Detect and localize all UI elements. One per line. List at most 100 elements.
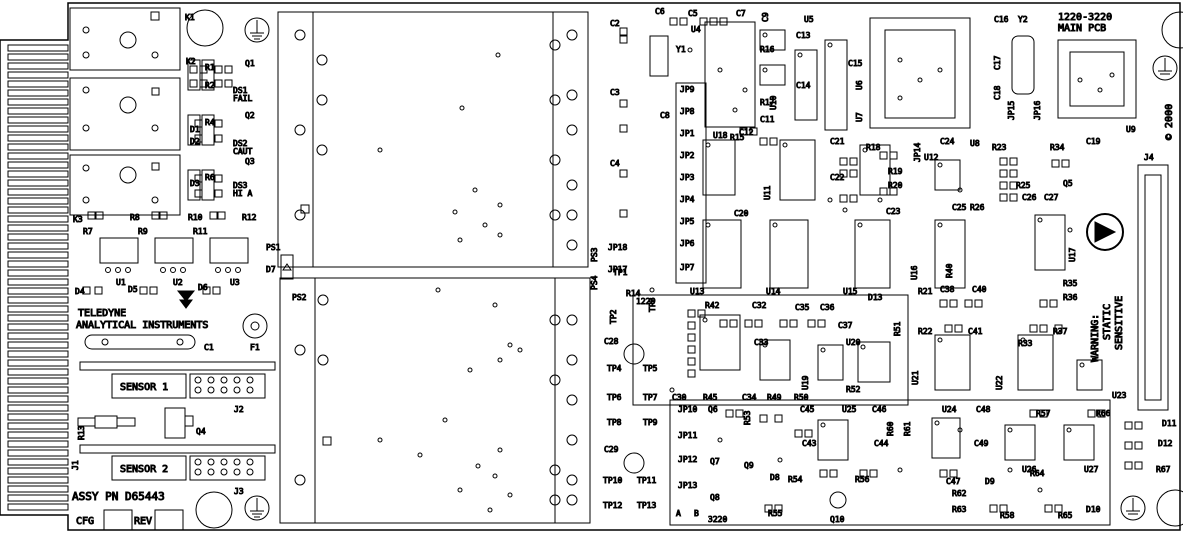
ref-tp13: TP13	[637, 501, 656, 510]
header-pin	[194, 458, 202, 466]
smd-pad	[774, 414, 783, 423]
ref-d4: D4	[75, 287, 85, 296]
ic-package	[854, 219, 891, 289]
smd-pad	[729, 319, 738, 328]
ic-package	[759, 64, 786, 86]
ref-c48: C48	[976, 405, 991, 414]
via	[717, 67, 723, 73]
header-pin	[220, 468, 228, 476]
edge-finger	[7, 458, 69, 466]
ref-jp13: JP13	[678, 481, 697, 490]
edge-finger	[7, 305, 69, 313]
via	[497, 202, 503, 208]
smd-pad	[189, 65, 198, 74]
smd-pad	[889, 151, 898, 160]
ref-c35: C35	[795, 303, 810, 312]
ref-c5: C5	[688, 9, 698, 18]
smd-pad	[1124, 441, 1133, 450]
pin-hole	[317, 354, 329, 366]
ref-u18: U18	[713, 131, 728, 140]
jumper-b-label: B	[694, 509, 699, 518]
diode-d7	[280, 254, 294, 280]
ref-d5: D5	[128, 285, 138, 294]
smd-pad	[1009, 169, 1018, 178]
smd-pad	[1049, 299, 1058, 308]
capacitor-c1	[84, 334, 196, 350]
ref-c49: C49	[974, 439, 989, 448]
ref-u16: U16	[910, 265, 919, 280]
connector-j4	[1137, 164, 1169, 411]
smd-pad	[159, 211, 168, 220]
pin-hole	[549, 94, 561, 106]
via	[507, 492, 513, 498]
ref-r67: R67	[1156, 465, 1171, 474]
test-point-c29	[623, 452, 645, 474]
ref-q2: Q2	[245, 111, 255, 120]
analog-section-outline	[632, 294, 1111, 526]
ic-pin1-marker	[702, 317, 708, 323]
via	[732, 107, 738, 113]
smd-pad	[954, 324, 963, 333]
relay-k3	[69, 154, 181, 216]
smd-pad	[1097, 409, 1106, 418]
smd-pad	[849, 157, 858, 166]
ref-d10: D10	[1086, 505, 1101, 514]
ref-u6: U6	[855, 80, 864, 90]
ic-package	[699, 314, 741, 371]
via	[497, 232, 503, 238]
ref-d8: D8	[770, 473, 780, 482]
pin-hole	[549, 374, 561, 386]
ref-j1: J1	[71, 460, 80, 470]
ref-r40: R40	[945, 263, 954, 278]
smd-pad	[999, 193, 1008, 202]
ref-ps4: PS4	[590, 275, 599, 290]
ref-jp7: JP7	[680, 263, 695, 272]
via	[1067, 227, 1073, 233]
smd-pad	[849, 169, 858, 178]
smd-pad	[789, 319, 798, 328]
via	[457, 237, 463, 243]
test-point-c28	[623, 343, 645, 365]
via	[475, 463, 481, 469]
via	[417, 452, 423, 458]
ic-main-processor	[869, 17, 971, 129]
ref-jp4: JP4	[680, 195, 695, 204]
smd-pad	[879, 151, 888, 160]
transistor-q10	[829, 491, 847, 509]
ref-c12: C12	[739, 128, 754, 137]
smd-pad	[725, 409, 734, 418]
ref-c25: C25	[952, 203, 967, 212]
header-pin	[246, 376, 254, 384]
ref-u1: U1	[116, 278, 126, 287]
ref-jp8: JP8	[680, 107, 695, 116]
ic-pin1-marker	[705, 142, 711, 148]
pin-hole	[566, 314, 578, 326]
smd-pad	[849, 194, 858, 203]
ic-pin1-marker	[762, 32, 768, 38]
smd-pad	[1124, 421, 1133, 430]
ic-package	[859, 144, 891, 196]
smd-pad	[764, 504, 773, 513]
ref-c14: C14	[796, 81, 811, 90]
ic-pin1-marker	[1037, 217, 1043, 223]
ref-c21: C21	[830, 137, 845, 146]
pin-hole	[566, 124, 578, 136]
edge-finger	[7, 485, 69, 493]
ref-u21: U21	[911, 370, 920, 385]
smd-pad	[829, 469, 838, 478]
ref-d7: D7	[266, 265, 276, 274]
ic-pin1-marker	[762, 67, 768, 73]
ref-r65: R65	[1058, 511, 1073, 520]
header-pin	[207, 376, 215, 384]
power-supply-ps2	[279, 277, 591, 524]
pin-hole	[316, 54, 328, 66]
ref-u25: U25	[842, 405, 857, 414]
pin-hole	[549, 494, 561, 506]
ic-package	[1076, 359, 1103, 391]
ref-r53: R53	[743, 410, 752, 425]
ref-ds3: DS3	[233, 181, 248, 190]
ref-y2: Y2	[1018, 15, 1028, 24]
sensor2-block	[79, 444, 276, 481]
edge-finger	[7, 467, 69, 475]
ref-u4: U4	[691, 25, 701, 34]
